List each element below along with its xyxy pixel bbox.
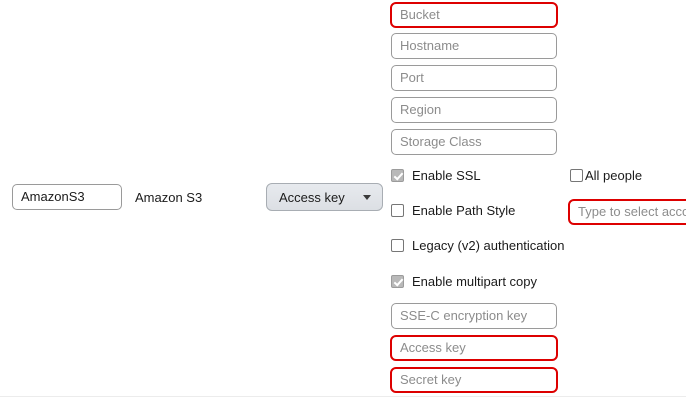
legacy-v2-authentication-label: Legacy (v2) authentication: [412, 238, 565, 253]
all-people-checkbox-row[interactable]: All people: [570, 168, 642, 183]
enable-multipart-copy-checkbox-row[interactable]: Enable multipart copy: [391, 274, 537, 289]
storage-class-input[interactable]: Storage Class: [391, 129, 557, 155]
legacy-v2-authentication-checkbox-row[interactable]: Legacy (v2) authentication: [391, 238, 564, 253]
enable-multipart-copy-checkbox[interactable]: [391, 275, 404, 288]
chevron-down-icon: [362, 194, 371, 200]
hostname-input[interactable]: Hostname: [391, 33, 557, 59]
enable-path-style-checkbox[interactable]: [391, 204, 404, 217]
profile-name-input[interactable]: AmazonS3: [12, 184, 122, 210]
all-people-checkbox[interactable]: [570, 169, 583, 182]
credentials-type-value: Access key: [279, 189, 345, 205]
enable-path-style-checkbox-row[interactable]: Enable Path Style: [391, 203, 515, 218]
bucket-input[interactable]: Bucket: [390, 2, 558, 28]
all-people-label: All people: [585, 168, 643, 183]
protocol-label: Amazon S3: [135, 190, 203, 205]
enable-ssl-checkbox-row[interactable]: Enable SSL: [391, 168, 481, 183]
access-key-input[interactable]: Access key: [390, 335, 558, 361]
secret-key-input[interactable]: Secret key: [390, 367, 558, 393]
port-input[interactable]: Port: [391, 65, 557, 91]
enable-path-style-label: Enable Path Style: [412, 203, 516, 218]
enable-ssl-label: Enable SSL: [412, 168, 481, 183]
sse-c-encryption-key-input[interactable]: SSE-C encryption key: [391, 303, 557, 329]
account-select-input[interactable]: Type to select acco: [568, 199, 686, 225]
legacy-v2-authentication-checkbox[interactable]: [391, 239, 404, 252]
enable-multipart-copy-label: Enable multipart copy: [412, 274, 538, 289]
panel-divider: [0, 396, 686, 397]
region-input[interactable]: Region: [391, 97, 557, 123]
credentials-type-dropdown[interactable]: Access key: [266, 183, 383, 211]
enable-ssl-checkbox[interactable]: [391, 169, 404, 182]
